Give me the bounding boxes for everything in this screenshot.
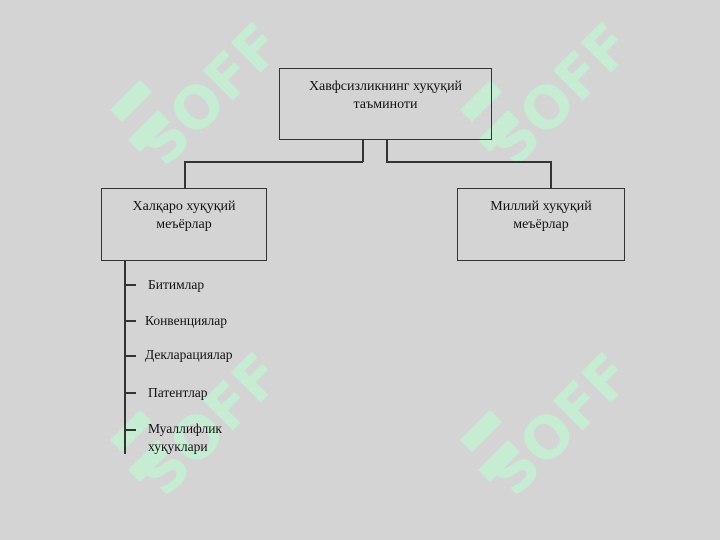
left-box: Халқаро хуқуқий меъёрлар	[101, 188, 267, 261]
item-tick	[124, 284, 136, 286]
item-tick	[124, 392, 136, 394]
item-tick	[124, 429, 136, 431]
list-item: Муаллифлик хуқуклари	[148, 421, 222, 454]
connector-root-left-v	[362, 140, 364, 162]
item-tick	[124, 355, 136, 357]
item-tick	[124, 320, 136, 322]
connector-left-v	[184, 161, 186, 188]
right-label: Миллий хуқуқий меъёрлар	[490, 199, 592, 232]
list-item: Конвенциялар	[145, 313, 227, 328]
root-box: Хавфсизликнинг хуқуқий таъминоти	[279, 68, 492, 140]
root-label: Хавфсизликнинг хуқуқий таъминоти	[308, 79, 463, 112]
connector-right-h	[386, 161, 551, 163]
right-box: Миллий хуқуқий меъёрлар	[457, 188, 625, 261]
watermark-logo: SOFF	[430, 340, 670, 520]
list-item: Декларациялар	[145, 347, 233, 362]
list-item: Патентлар	[148, 385, 208, 400]
item-spine	[124, 261, 126, 454]
connector-left-h	[184, 161, 363, 163]
connector-root-right-v	[386, 140, 388, 162]
watermark-text: SOFF	[126, 20, 295, 179]
left-label: Халқаро хуқуқий меъёрлар	[132, 199, 236, 232]
list-item: Битимлар	[148, 277, 205, 292]
watermark-text: SOFF	[476, 20, 645, 179]
watermark-text: SOFF	[476, 350, 645, 509]
connector-right-v	[550, 161, 552, 188]
